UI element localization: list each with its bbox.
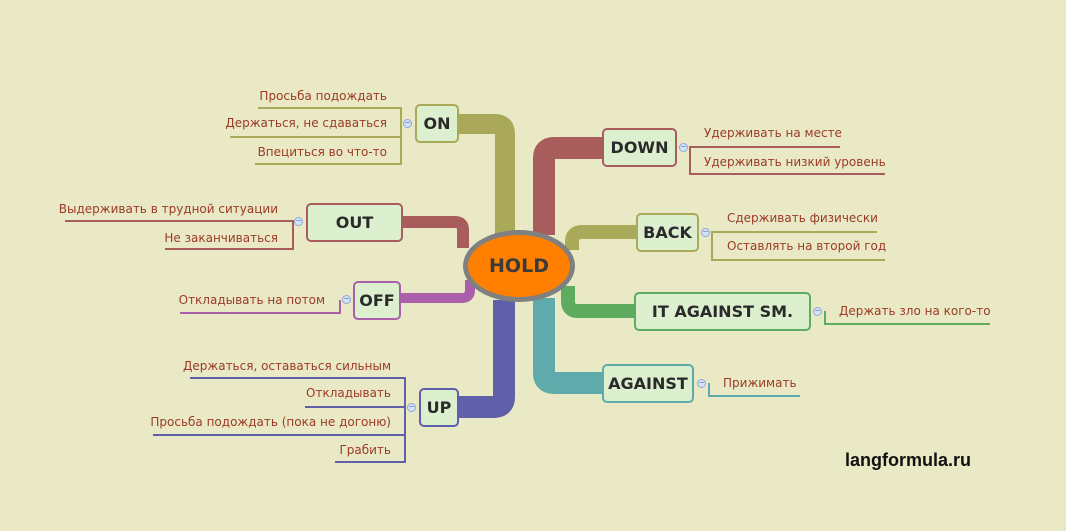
leaf-on-3[interactable]: Впециться во что-то [257, 145, 387, 159]
topic-out[interactable]: OUT [306, 203, 403, 242]
connector-off [401, 280, 475, 303]
leaf-up-3[interactable]: Просьба подождать (пока не догоню) [150, 415, 391, 429]
leaf-out-1[interactable]: Выдерживать в трудной ситуации [58, 202, 278, 216]
topic-down[interactable]: DOWN [602, 128, 677, 167]
connector-it-against [561, 286, 634, 318]
collapse-on-icon[interactable]: − [403, 118, 412, 128]
topic-off[interactable]: OFF [353, 281, 401, 320]
topic-on[interactable]: ON [415, 104, 459, 143]
collapse-off-icon[interactable]: − [342, 294, 351, 304]
leaf-on-1[interactable]: Просьба подождать [259, 89, 387, 103]
leaf-down-1[interactable]: Удерживать на месте [704, 126, 842, 140]
collapse-back-icon[interactable]: − [701, 227, 710, 237]
collapse-out-icon[interactable]: − [294, 216, 303, 226]
connector-out [403, 216, 469, 248]
collapse-against-icon[interactable]: − [697, 378, 706, 388]
topic-back[interactable]: BACK [636, 213, 699, 252]
central-topic-hold[interactable]: HOLD [463, 230, 575, 302]
connector-down [533, 137, 602, 235]
leaf-back-2[interactable]: Оставлять на второй год [727, 239, 887, 253]
connector-up [419, 300, 515, 418]
collapse-it-against-icon[interactable]: − [813, 306, 822, 316]
topic-up[interactable]: UP [419, 388, 459, 427]
collapse-up-icon[interactable]: − [407, 402, 416, 412]
topic-against[interactable]: AGAINST [602, 364, 694, 403]
connector-against [533, 298, 602, 394]
connector-on [459, 114, 515, 240]
leaf-up-1[interactable]: Держаться, оставаться сильным [183, 359, 391, 373]
leaf-off-1[interactable]: Откладывать на потом [178, 293, 325, 307]
leaf-up-2[interactable]: Откладывать [306, 386, 391, 400]
leaf-it-against-1[interactable]: Держать зло на кого-то [839, 304, 991, 318]
leaf-down-2[interactable]: Удерживать низкий уровень [704, 155, 886, 169]
collapse-down-icon[interactable]: − [679, 142, 688, 152]
site-watermark: langformula.ru [845, 450, 972, 470]
leaf-up-4[interactable]: Грабить [339, 443, 391, 457]
leaf-out-2[interactable]: Не заканчиваться [164, 231, 278, 245]
topic-it-against-sm[interactable]: IT AGAINST SM. [634, 292, 811, 331]
leaf-against-1[interactable]: Прижимать [723, 376, 797, 390]
leaf-back-1[interactable]: Сдерживать физически [727, 211, 878, 225]
connector-back [565, 225, 636, 250]
leaf-on-2[interactable]: Держаться, не сдаваться [225, 116, 387, 130]
